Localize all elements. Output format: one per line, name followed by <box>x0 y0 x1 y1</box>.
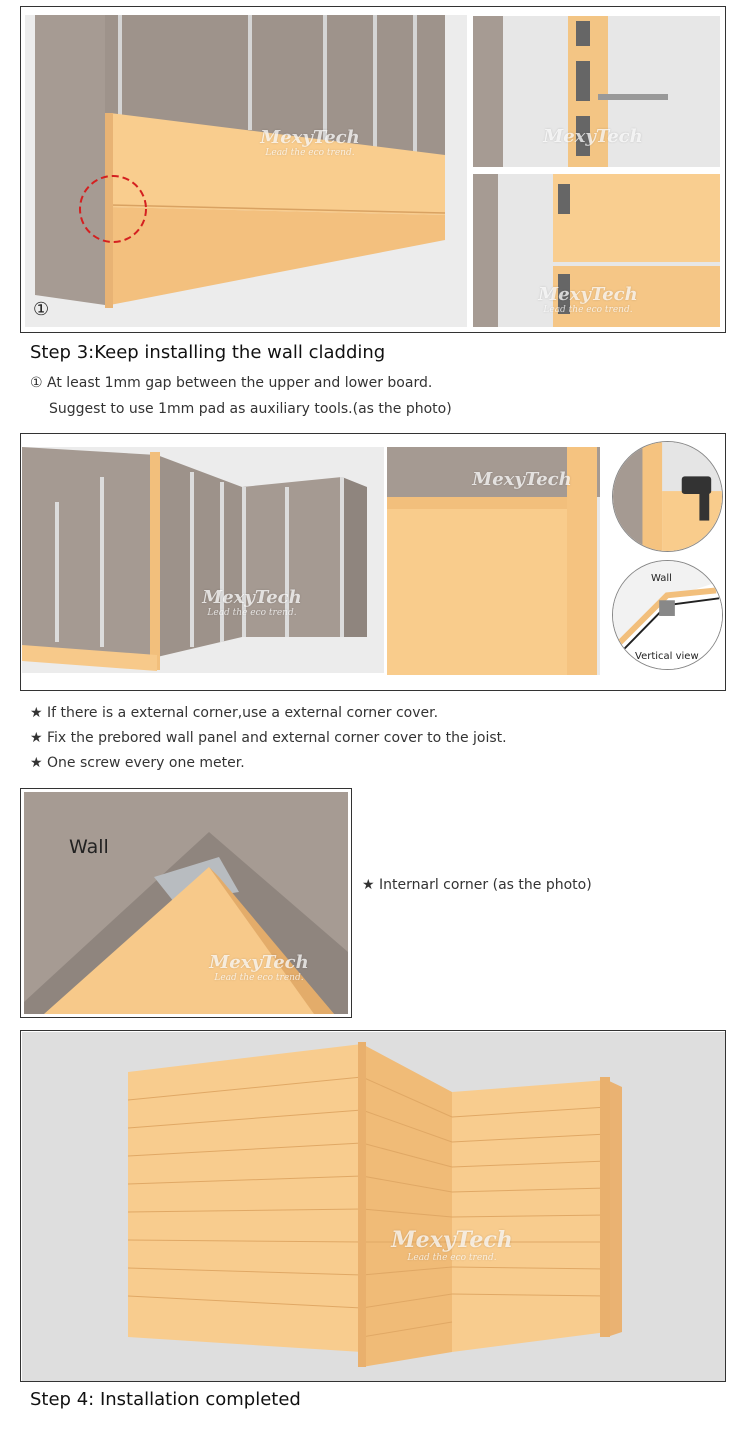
step-marker: ① <box>33 299 50 320</box>
drill-detail-circle <box>612 441 723 552</box>
step4-title: Step 4: Installation completed <box>30 1389 301 1410</box>
external-bullet-2: ★ Fix the prebored wall panel and extern… <box>30 730 507 746</box>
watermark-logo: MexyTech <box>543 126 643 147</box>
step3-title: Step 3:Keep installing the wall cladding <box>30 342 386 363</box>
wall-label: Wall <box>651 573 672 584</box>
step3-line-2: Suggest to use 1mm pad as auxiliary tool… <box>49 401 452 417</box>
external-bullet-1: ★ If there is a external corner,use a ex… <box>30 705 439 721</box>
wall-label: Wall <box>69 836 109 858</box>
corner-cover-photo: MexyTech <box>387 447 600 675</box>
external-bullet-3: ★ One screw every one meter. <box>30 755 245 771</box>
vertical-view-label: Vertical view <box>635 651 699 662</box>
gap-detail-photo-top: MexyTech <box>473 16 720 167</box>
vertical-view-circle: Wall Vertical view <box>612 560 723 670</box>
watermark-logo: MexyTech <box>472 469 572 490</box>
internal-corner-note: ★ Internarl corner (as the photo) <box>362 877 592 893</box>
step3-line-1: ① At least 1mm gap between the upper and… <box>30 375 433 391</box>
